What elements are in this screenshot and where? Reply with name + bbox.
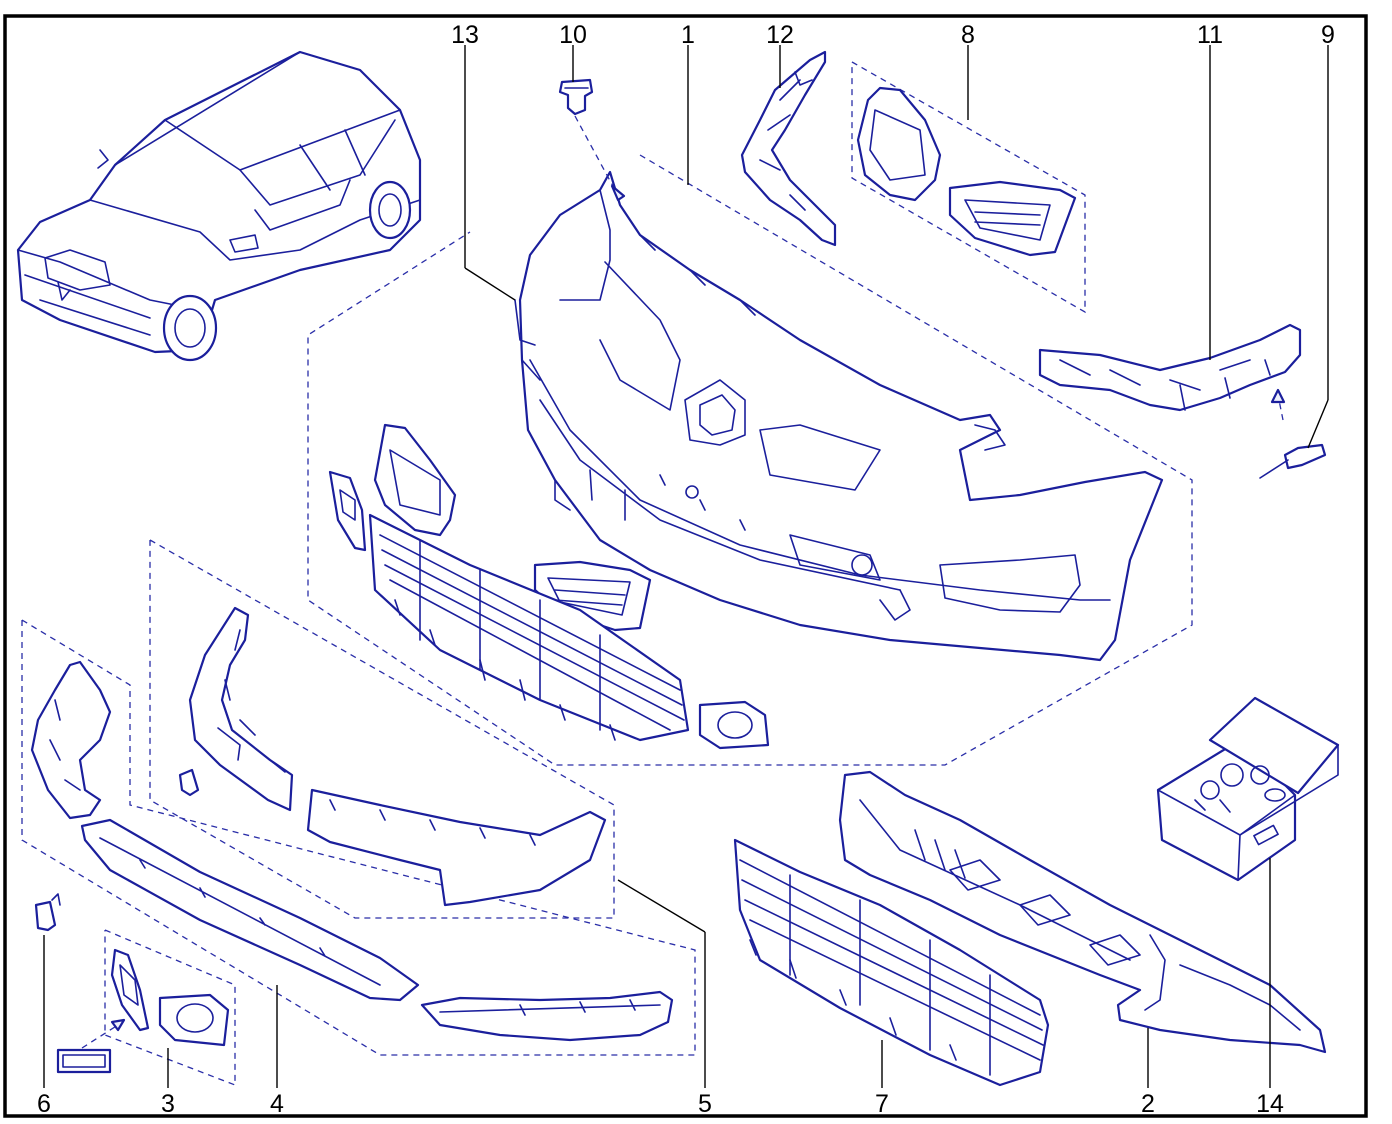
callout-4: 4 <box>270 1090 284 1118</box>
callout-leader-lines <box>43 45 1329 1088</box>
fog-lamp-bezel-main <box>698 700 770 750</box>
part-13-grille-frame <box>514 299 541 381</box>
grouping-boundaries <box>21 61 1193 1086</box>
part-5-trim-group <box>178 606 607 907</box>
callout-11: 11 <box>1197 21 1223 49</box>
callout-14: 14 <box>1256 1090 1284 1118</box>
part-1-front-bumper <box>518 170 1164 662</box>
part-9-rivet <box>1259 443 1327 479</box>
reference-car-illustration <box>16 50 422 362</box>
callout-7: 7 <box>875 1090 889 1118</box>
part-8-left-insert <box>373 423 457 537</box>
callout-6: 6 <box>37 1090 51 1118</box>
callout-12: 12 <box>766 21 794 49</box>
part-7-lower-grille <box>733 838 1050 1087</box>
callout-10: 10 <box>559 21 587 49</box>
part-3-fog-surround-group <box>56 948 230 1074</box>
part-7-lower-grille-main <box>368 513 690 742</box>
callout-9: 9 <box>1321 21 1335 49</box>
part-14-fastener-kit-box <box>1156 696 1340 882</box>
callout-5: 5 <box>698 1090 712 1118</box>
part-8-grille-inserts <box>856 86 1077 257</box>
callout-3: 3 <box>161 1090 175 1118</box>
part-13-lamp-surround-left <box>328 470 367 552</box>
diagram-frame <box>3 14 1368 1118</box>
callout-numbers: 13 10 1 12 8 11 9 6 3 4 5 7 2 14 <box>37 21 1335 1118</box>
part-11-side-bracket <box>1038 323 1302 421</box>
part-12-bracket <box>740 50 837 247</box>
callout-13: 13 <box>451 21 479 49</box>
part-6-clip <box>34 893 61 932</box>
callout-1: 1 <box>681 21 695 49</box>
callout-8: 8 <box>961 21 975 49</box>
part-10-clip <box>558 78 626 202</box>
part-2-undertray <box>838 770 1327 1054</box>
callout-2: 2 <box>1141 1090 1155 1118</box>
part-4-lower-strip-group <box>30 660 674 1042</box>
